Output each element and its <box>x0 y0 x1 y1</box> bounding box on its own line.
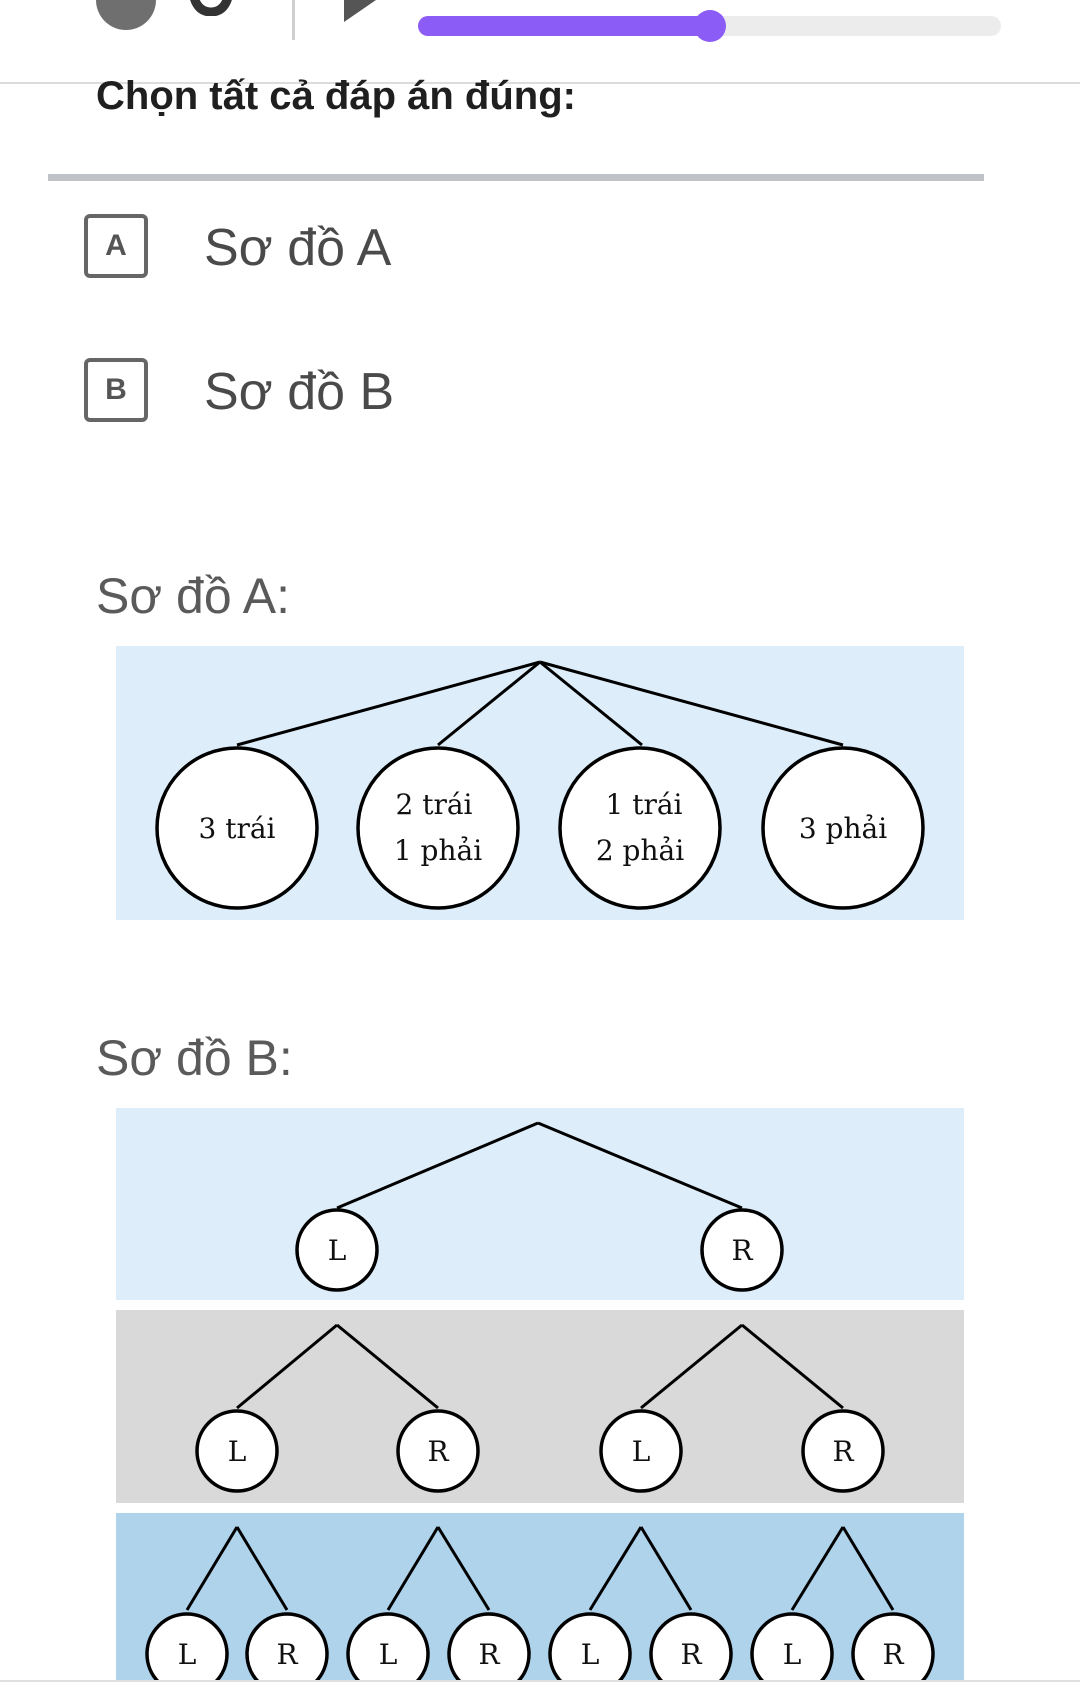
diagram-a-node-3-line2: 2 phải <box>596 834 684 867</box>
question-divider <box>48 174 984 181</box>
diagram-a-node-2-line1: 2 trái <box>396 788 473 821</box>
option-b[interactable]: B Sơ đồ B <box>84 358 684 430</box>
diagram-a-edges <box>236 660 844 747</box>
diagram-a-node-3-line1: 1 trái <box>606 788 683 821</box>
diagram-b-edges <box>185 1121 895 1611</box>
diagram-b-level2-node-2: R <box>396 1409 480 1493</box>
diagram-a-title: Sơ đồ A: <box>96 568 291 624</box>
diagram-b-level2-node-1-label: L <box>228 1435 247 1468</box>
question-prompt: Chọn tất cả đáp án đúng: <box>96 74 576 118</box>
diagram-b-level3-node-2: R <box>245 1612 329 1696</box>
diagram-b-level3-node-8-label: R <box>882 1638 904 1671</box>
diagram-b-level2-node-2-label: R <box>427 1435 449 1468</box>
diagram-b-level2-node-3-label: L <box>632 1435 651 1468</box>
diagram-b-level3-node-3-label: L <box>379 1638 398 1671</box>
diagram-b-level3-node-7-label: L <box>783 1638 802 1671</box>
progress-bar <box>418 10 1001 42</box>
diagram-b-level1-node-2-label: R <box>731 1234 753 1267</box>
diagram-b-level3-node-2-label: R <box>276 1638 298 1671</box>
diagram-b-level1-node-2: R <box>700 1208 784 1292</box>
option-a[interactable]: A Sơ đồ A <box>84 214 684 286</box>
diagram-b-level1-node-1-label: L <box>328 1234 347 1267</box>
toolbar-separator <box>292 0 295 40</box>
option-a-label: Sơ đồ A <box>204 219 392 277</box>
diagram-b-level2-node-4: R <box>801 1409 885 1493</box>
diagram-a-node-2-line2: 1 phải <box>394 834 482 867</box>
progress-fill <box>418 16 710 36</box>
option-a-checkbox[interactable]: A <box>84 214 148 278</box>
diagram-b-level1-node-1: L <box>295 1208 379 1292</box>
diagram-b-level3-node-1-label: L <box>178 1638 197 1671</box>
diagram-b-level3-node-4-label: R <box>478 1638 500 1671</box>
diagram-b-band-1 <box>116 1108 964 1300</box>
diagram-a-node-2: 2 trái 1 phải <box>356 746 520 910</box>
diagram-b-title: Sơ đồ B: <box>96 1030 293 1086</box>
option-b-label: Sơ đồ B <box>204 363 395 421</box>
diagram-b-level3-node-6-label: R <box>680 1638 702 1671</box>
bottom-bar <box>0 1680 1080 1700</box>
progress-knob <box>693 10 726 42</box>
option-b-checkbox[interactable]: B <box>84 358 148 422</box>
diagram-a-node-4-label: 3 phải <box>799 812 887 845</box>
diagram-b-level2-node-3: L <box>599 1409 683 1493</box>
diagram-b-level2-node-4-label: R <box>832 1435 854 1468</box>
diagram-a-node-4: 3 phải <box>761 746 925 910</box>
diagram-b-level2-node-1: L <box>195 1409 279 1493</box>
play-icon[interactable] <box>340 0 376 22</box>
diagram-a-node-1: 3 trái <box>155 746 319 910</box>
diagram-a-node-1-label: 3 trái <box>199 812 276 845</box>
round-icon <box>190 0 232 16</box>
top-bar <box>0 0 1080 84</box>
diagram-b-level3-node-5-label: L <box>581 1638 600 1671</box>
diagram-a-node-3: 1 trái 2 phải <box>558 746 722 910</box>
